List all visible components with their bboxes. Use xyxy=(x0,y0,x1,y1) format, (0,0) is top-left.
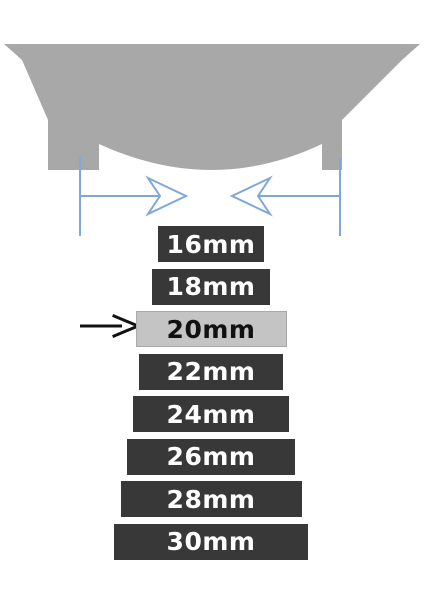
size-bar-30mm[interactable]: 30mm xyxy=(114,523,308,560)
right-inward-arrow-icon xyxy=(229,175,340,217)
watch-case-outline xyxy=(4,44,420,170)
size-bar-28mm[interactable]: 28mm xyxy=(120,481,302,517)
left-inward-arrow-icon xyxy=(80,175,189,217)
size-bar-24mm[interactable]: 24mm xyxy=(133,396,289,432)
selected-size-pointer-arrow-icon xyxy=(80,314,142,338)
size-bar-22mm[interactable]: 22mm xyxy=(139,353,283,390)
size-bar-16mm[interactable]: 16mm xyxy=(158,226,264,262)
size-bar-26mm[interactable]: 26mm xyxy=(126,438,296,475)
size-bar-20mm[interactable]: 20mm xyxy=(135,311,287,347)
size-bar-18mm[interactable]: 18mm xyxy=(151,268,271,305)
